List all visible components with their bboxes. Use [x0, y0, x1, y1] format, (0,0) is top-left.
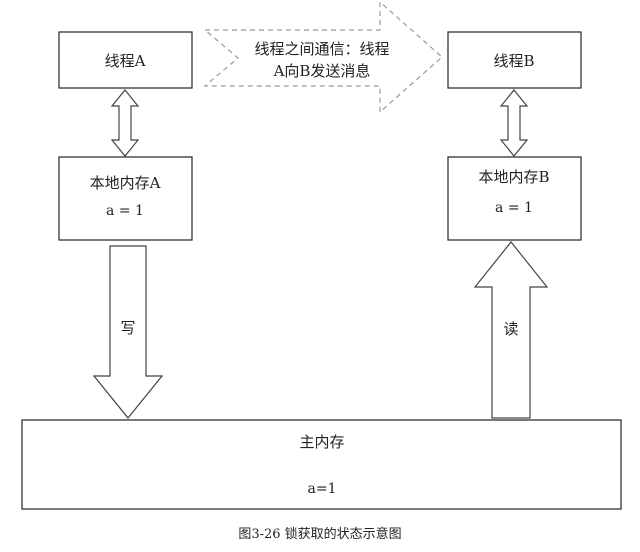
read-label: 读 — [503, 320, 518, 338]
figure-caption: 图3-26 锁获取的状态示意图 — [238, 526, 401, 542]
thread-b-box — [447, 31, 582, 89]
thread-b-local-double-arrow — [499, 89, 529, 157]
local-memory-b-label: 本地内存B — [478, 168, 549, 186]
local-memory-b-value: a = 1 — [495, 200, 533, 216]
thread-a-label: 线程A — [105, 52, 146, 70]
thread-a-box — [58, 31, 193, 89]
communication-arrow — [203, 0, 443, 114]
main-memory-value: a=1 — [308, 481, 337, 497]
main-memory-label: 主内存 — [299, 433, 344, 451]
communication-text-line1: 线程之间通信：线程 — [254, 40, 389, 58]
write-arrow — [92, 245, 164, 419]
thread-b-label: 线程B — [493, 52, 534, 70]
local-memory-a-box — [58, 156, 193, 241]
local-memory-a-label: 本地内存A — [90, 174, 161, 192]
communication-text-line2: A向B发送消息 — [273, 62, 371, 80]
local-memory-b-box — [447, 156, 582, 241]
write-label: 写 — [120, 319, 135, 337]
main-memory-box — [21, 419, 622, 510]
read-arrow — [473, 241, 549, 419]
thread-a-local-double-arrow — [110, 89, 140, 157]
local-memory-a-value: a = 1 — [106, 203, 144, 219]
